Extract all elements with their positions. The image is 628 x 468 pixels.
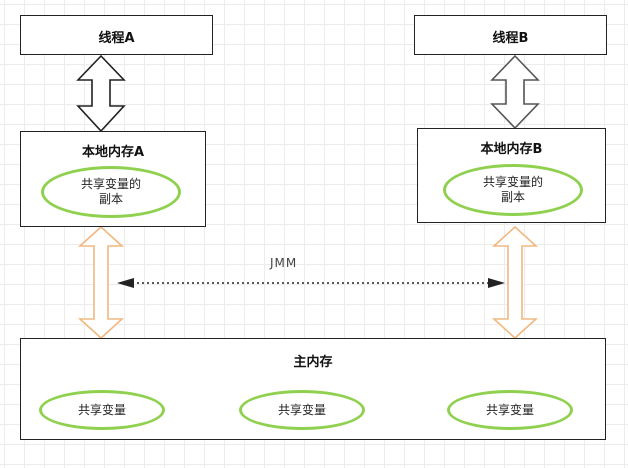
local-a-copy-line2: 副本 xyxy=(98,192,123,206)
local-memory-b-box: 本地内存B 共享变量的 副本 xyxy=(417,128,606,223)
local-a-copy-line1: 共享变量的 xyxy=(80,177,141,191)
local-a-shared-copy: 共享变量的 副本 xyxy=(41,166,181,218)
main-shared-variable-1: 共享变量 xyxy=(39,390,165,430)
thread-b-double-arrow xyxy=(490,54,540,130)
local-a-main-double-arrow xyxy=(77,225,125,340)
local-memory-a-title: 本地内存A xyxy=(81,145,145,160)
jmm-arrowhead-left xyxy=(117,278,134,288)
local-memory-b-title: 本地内存B xyxy=(480,142,543,157)
main-shared-variable-2: 共享变量 xyxy=(239,390,365,430)
main-shared-variable-2-label: 共享变量 xyxy=(277,402,326,417)
jmm-arrowhead-right xyxy=(488,278,505,288)
jmm-label: JMM xyxy=(270,256,298,270)
local-b-shared-copy: 共享变量的 副本 xyxy=(443,164,583,216)
main-shared-variable-3: 共享变量 xyxy=(447,390,573,430)
thread-a-box: 线程A xyxy=(20,15,213,55)
main-memory-title: 主内存 xyxy=(293,355,333,370)
main-shared-variable-3-label: 共享变量 xyxy=(485,402,534,417)
local-b-copy-line2: 副本 xyxy=(500,190,525,204)
main-shared-variable-1-label: 共享变量 xyxy=(77,402,126,417)
thread-a-title: 线程A xyxy=(98,31,135,46)
local-memory-a-box: 本地内存A 共享变量的 副本 xyxy=(20,131,206,227)
main-memory-box: 主内存 共享变量 共享变量 共享变量 xyxy=(20,338,606,440)
local-b-copy-line1: 共享变量的 xyxy=(482,175,543,189)
thread-b-box: 线程B xyxy=(414,15,607,55)
thread-b-title: 线程B xyxy=(492,31,529,46)
thread-a-double-arrow xyxy=(76,54,126,133)
